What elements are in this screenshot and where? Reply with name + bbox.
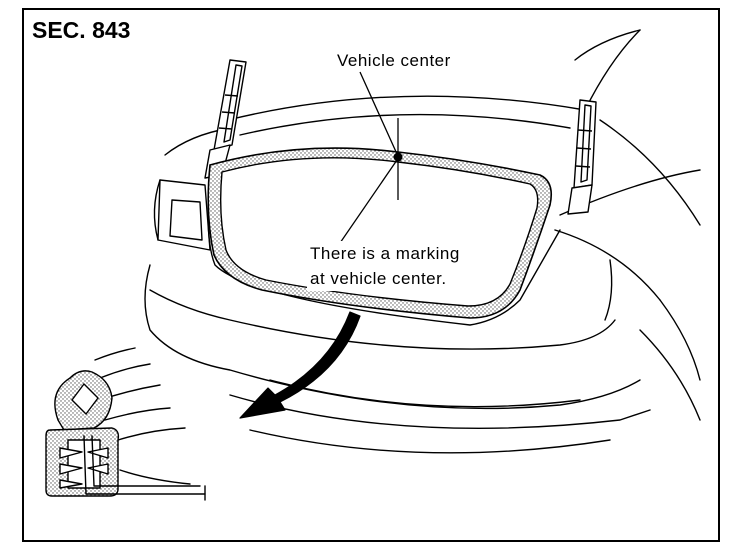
- center-dot: [393, 152, 403, 162]
- car-body: [144, 29, 701, 454]
- marking-note-line-1: There is a marking: [310, 244, 460, 263]
- detail-arrow: [239, 311, 361, 419]
- seal-cross-section: [45, 347, 206, 501]
- section-code: SEC. 843: [32, 17, 131, 43]
- marking-note-line-2: at vehicle center.: [310, 269, 447, 288]
- trunk-weatherstrip: [207, 147, 553, 319]
- hinge-right: [567, 99, 597, 215]
- marking-note: There is a marking at vehicle center.: [307, 241, 463, 291]
- vehicle-center-label: Vehicle center: [335, 51, 453, 71]
